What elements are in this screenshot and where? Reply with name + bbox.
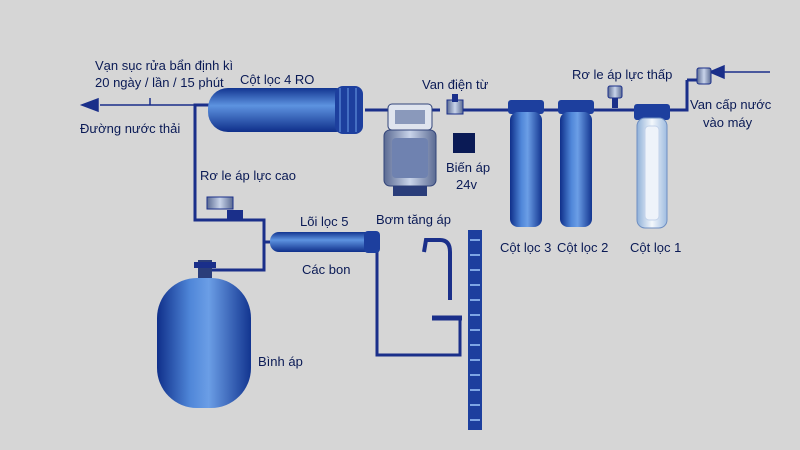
waste-arrow: [79, 97, 205, 113]
solenoid-valve: [446, 94, 464, 115]
pipe-to-faucet: [375, 242, 462, 357]
transformer-label-line2: 24v: [456, 177, 477, 192]
filter1-label: Cột lọc 1: [630, 240, 682, 255]
faucet: [422, 238, 462, 321]
filter-housing-3: [508, 100, 544, 227]
inlet-label-line2: vào máy: [703, 115, 753, 130]
transformer-box: [453, 133, 475, 153]
tank-label: Bình áp: [258, 354, 303, 369]
filter-housing-2: [558, 100, 594, 227]
solenoid-label: Van điện từ: [422, 77, 489, 92]
pump-label: Bơm tăng áp: [376, 212, 452, 227]
low-pressure-relay: [607, 85, 623, 108]
high-relay-label: Rơ le áp lực cao: [200, 168, 296, 183]
flush-label-line2: 20 ngày / lần / 15 phút: [95, 75, 224, 90]
flush-label-line1: Vạn sục rửa bẩn định kì: [95, 58, 234, 73]
booster-pump: [383, 103, 437, 196]
pressure-tank: [157, 260, 251, 408]
pillar-texture: [470, 239, 480, 421]
carbon-post-filter: [270, 231, 380, 253]
filter-housing-1: [634, 104, 670, 229]
ro-label: Cột lọc 4 RO: [240, 72, 315, 87]
inlet-arrow: [708, 64, 770, 80]
low-relay-label: Rơ le áp lực thấp: [572, 67, 673, 82]
filter3-label: Cột lọc 3: [500, 240, 552, 255]
carbon-label-line1: Lõi lọc 5: [300, 214, 349, 229]
waste-label: Đường nước thải: [80, 121, 181, 136]
filter2-label: Cột lọc 2: [557, 240, 609, 255]
inlet-valve: [696, 67, 712, 85]
transformer-label-line1: Biến áp: [446, 160, 491, 175]
ro-membrane: [208, 86, 363, 134]
inlet-label-line1: Van cấp nước: [690, 97, 772, 112]
carbon-label-line2: Các bon: [302, 262, 351, 277]
high-pressure-relay: [206, 196, 243, 220]
